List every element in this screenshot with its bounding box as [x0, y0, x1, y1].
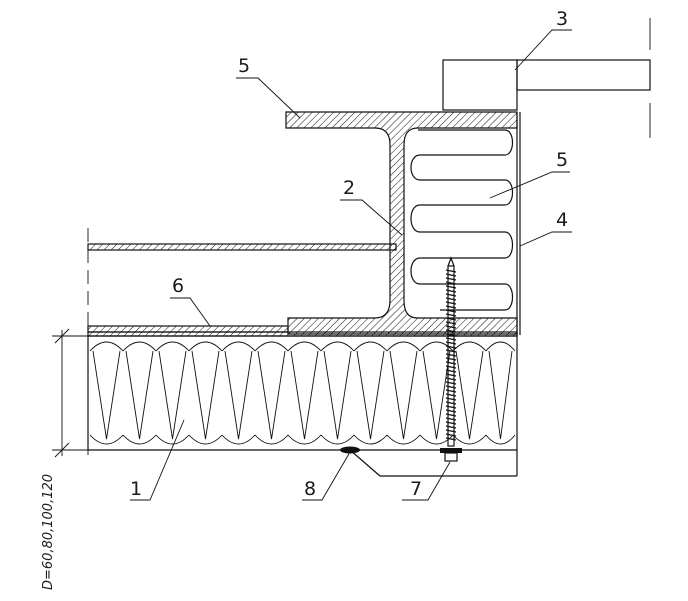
screw-thread [445, 309, 457, 313]
callout-3: 3 [556, 8, 568, 30]
screw-thread [445, 337, 457, 341]
screw-thread [445, 353, 457, 357]
screw-thread [445, 413, 457, 417]
screw-thread [445, 381, 457, 385]
screw-thread [445, 281, 457, 285]
screw-thread [445, 333, 457, 337]
screw-thread [445, 277, 457, 281]
screw-thread [445, 389, 457, 393]
screw-thread [445, 409, 457, 413]
screw-thread [445, 425, 457, 429]
screw-thread [445, 373, 457, 377]
callout-5-right: 5 [556, 149, 568, 171]
callout-5-top: 5 [238, 55, 250, 77]
wool-lines [89, 341, 516, 445]
screw-thread [445, 421, 457, 425]
callout-8: 8 [304, 478, 316, 500]
screw-thread [445, 357, 457, 361]
screw-thread [445, 405, 457, 409]
screw-thread [445, 385, 457, 389]
leader-lines [130, 29, 572, 501]
top-fixing-block [442, 18, 651, 138]
callout-2: 2 [343, 177, 355, 199]
screw-thread [445, 293, 457, 297]
screw-thread [445, 417, 457, 421]
dimension-line [52, 328, 88, 458]
screw-thread [445, 273, 457, 277]
screw-thread [445, 361, 457, 365]
screw-thread [445, 401, 457, 405]
screw-thread [445, 313, 457, 317]
steel-profile [285, 111, 518, 335]
washer [340, 446, 360, 454]
screw-thread [445, 437, 457, 441]
screw-thread [445, 349, 457, 353]
screw-thread [445, 285, 457, 289]
self-tapping-screw [440, 256, 462, 462]
screw-thread [445, 289, 457, 293]
mineral-wool-pattern [89, 341, 516, 445]
screw-thread [445, 397, 457, 401]
screw-thread [445, 305, 457, 309]
upper-profile-flange [87, 243, 397, 251]
screw-thread [445, 301, 457, 305]
screw-thread [445, 345, 457, 349]
callout-7: 7 [410, 478, 422, 500]
screw-thread [445, 377, 457, 381]
screw-thread [445, 321, 457, 325]
callout-1: 1 [130, 478, 142, 500]
lower-profile-flange [87, 325, 289, 333]
insulation-band [87, 331, 518, 477]
screw-thread [445, 297, 457, 301]
screw-thread [445, 317, 457, 321]
screw-thread [445, 325, 457, 329]
dimension-label: D=60,80,100,120 [41, 474, 56, 590]
screw-thread [445, 433, 457, 437]
screw-thread [445, 365, 457, 369]
screw-thread [445, 429, 457, 433]
screw-thread [445, 393, 457, 397]
callout-4: 4 [556, 209, 568, 231]
outer-plate [516, 112, 521, 476]
screw-thread [445, 369, 457, 373]
screw-thread [445, 269, 457, 273]
corrugated-insulation [410, 129, 514, 311]
callout-6: 6 [172, 275, 184, 297]
screw-thread [445, 341, 457, 345]
screw-thread [445, 329, 457, 333]
